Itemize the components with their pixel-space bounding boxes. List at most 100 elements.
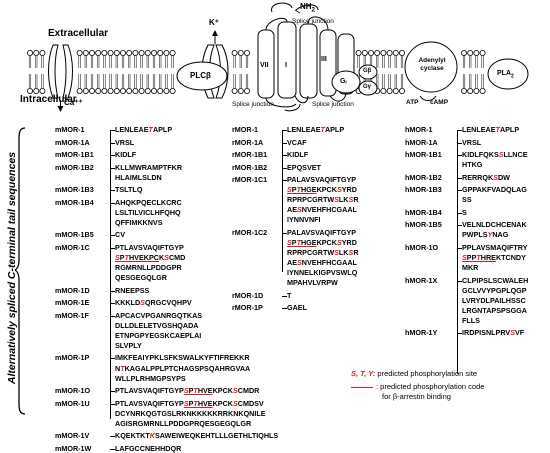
variant-name: mMOR-1B4 xyxy=(55,197,94,207)
variant-name: mMOR-1F xyxy=(55,310,89,320)
variant-tick xyxy=(110,142,115,144)
tm-iii-label: III xyxy=(321,56,327,63)
tail-sequence: T xyxy=(287,290,292,300)
variant-tick xyxy=(282,167,287,169)
variant-tick xyxy=(110,315,115,317)
atp-camp-arrow xyxy=(419,95,437,101)
tail-sequence: WLLPLRHMGPSYPS xyxy=(115,373,186,383)
tail-sequence: DLLDLELETVGSHQADA xyxy=(115,320,199,330)
tail-sequence: AESNVEHFHCGAAL xyxy=(287,205,357,215)
camp-label: cAMP xyxy=(430,99,449,106)
variant-name: hMOR-1B5 xyxy=(405,220,442,230)
tail-sequence: SPTHVEKPCKSCMD xyxy=(115,252,186,262)
tail-sequence: TSLTLQ xyxy=(115,185,143,195)
tail-sequence: FLLS xyxy=(462,315,480,325)
variant-tick xyxy=(457,190,462,192)
tail-sequence: QFFIMKKNVS xyxy=(115,217,163,227)
variant-name: mMOR-1P xyxy=(55,353,90,363)
variant-tick xyxy=(457,280,462,282)
variant-tick xyxy=(457,247,462,249)
tail-sequence: SLVPLY xyxy=(115,340,142,350)
tail-sequence: AGISRGMRNLLPDDGPRQESGEGQLGR xyxy=(115,418,252,428)
tail-sequence: VELNLDCHCENAK xyxy=(462,220,527,230)
variant-name: hMOR-1X xyxy=(405,275,438,285)
rat-bracket xyxy=(282,130,283,272)
tail-sequence: KQEKTKTKSAWEIWEQKEHTLLLGETHLTIQHLS xyxy=(115,431,279,441)
tail-sequence: CV xyxy=(115,230,125,240)
tm-i-label: I xyxy=(285,62,287,69)
tail-sequence: GAEL xyxy=(287,303,307,313)
splice-junction-top-label: Splice junction xyxy=(292,18,334,25)
variant-name: mMOR-1C xyxy=(55,242,90,252)
gb-label: Gβ xyxy=(363,68,372,74)
k-ion-label: K⁺ xyxy=(209,18,219,27)
splice-junction-right-label: Splice junction xyxy=(312,101,354,108)
tail-sequence: SS xyxy=(462,195,472,205)
legend-code-text-2: for β-arrestin binding xyxy=(382,392,451,401)
extracellular-label: Extracellular xyxy=(48,28,109,39)
variant-name: mMOR-1A xyxy=(55,137,90,147)
pla2-label: PLA2 xyxy=(497,70,514,80)
adenylyl-cyclase xyxy=(404,41,458,93)
tail-sequence: RGMRNLLPDDGPR xyxy=(115,263,182,272)
variant-name: rMOR-1 xyxy=(232,125,258,134)
tail-sequence: VRSL xyxy=(115,137,135,147)
variant-tick xyxy=(110,303,115,305)
tail-sequence: EPQSVET xyxy=(287,162,321,172)
variant-name: rMOR-1C1 xyxy=(232,175,268,184)
variant-tick xyxy=(457,130,462,131)
variant-tick xyxy=(110,190,115,192)
variant-name: rMOR-1P xyxy=(232,303,263,313)
g-protein xyxy=(331,64,378,96)
variant-name: hMOR-1 xyxy=(405,125,433,134)
tail-sequence: PTLAVSVAQIFTGYPSPTHVEKPCKSCMDR xyxy=(115,386,260,396)
variant-name: mMOR-1B5 xyxy=(55,230,94,240)
tail-sequence: KIDLF xyxy=(287,150,309,159)
nh2-label: NH2 xyxy=(300,2,315,14)
variant-name: hMOR-1O xyxy=(405,242,439,252)
atp-label: ATP xyxy=(406,99,419,106)
variant-name: rMOR-1C2 xyxy=(232,227,268,237)
tail-sequence: PPLAVSMAQIFTRY xyxy=(462,242,528,252)
tail-sequence: RPRPCGRTWSLKSR xyxy=(287,248,359,258)
variant-name: mMOR-1 xyxy=(55,125,85,134)
adenylyl-cyclase-label: Adenylyl cyclase xyxy=(418,57,446,72)
tail-sequence: APCACVPGANRGQTKAS xyxy=(115,310,203,320)
tail-sequence: MKR xyxy=(462,263,479,272)
tail-sequence: KLLMWRAMPTFKR xyxy=(115,162,183,172)
tail-sequence: LENLEAETAPLP xyxy=(462,125,520,134)
variant-name: mMOR-1U xyxy=(55,398,90,408)
tail-sequence: PALAVSVAQIFTGYP xyxy=(287,227,357,237)
variant-name: hMOR-1A xyxy=(405,137,438,147)
tail-sequence: IYNNELKIGPVSWLQ xyxy=(287,268,358,278)
tail-sequence: AHQKPQECLKCRC xyxy=(115,197,182,207)
tail-sequence: HTKG xyxy=(462,160,483,170)
tail-sequence: AESNVEHFHCGAAL xyxy=(287,258,357,268)
tail-sequence: LVRYDLPAILHSSC xyxy=(462,295,526,305)
variant-tick xyxy=(282,142,287,144)
variant-name: mMOR-1B3 xyxy=(55,185,94,195)
legend-code-line xyxy=(351,387,373,388)
variant-tick xyxy=(457,333,462,335)
tm-vii-label: VII xyxy=(260,62,269,69)
variant-name: mMOR-1D xyxy=(55,285,90,295)
tail-sequence: SPPTHREKTCNDY xyxy=(462,252,526,262)
variant-tick xyxy=(457,212,462,214)
variant-tick xyxy=(110,235,115,237)
variant-name: hMOR-1Y xyxy=(405,328,438,338)
tail-sequence: PTLAVSVAQIFTGYP xyxy=(115,242,184,252)
variant-tick xyxy=(110,202,115,204)
tail-sequence: S xyxy=(462,207,467,217)
tail-sequence: PALAVSVAQIFTGYP xyxy=(287,175,357,184)
variant-tick xyxy=(110,155,115,156)
splice-junction-left-label: Splice junction xyxy=(232,101,274,108)
variant-tick xyxy=(457,142,462,144)
tail-sequence: LENLEAETAPLP xyxy=(115,125,173,134)
variant-name: mMOR-1B2 xyxy=(55,162,94,172)
variant-tick xyxy=(110,247,115,249)
variant-name: hMOR-1B3 xyxy=(405,185,442,195)
variant-tick xyxy=(457,177,462,179)
variant-name: mMOR-1B1 xyxy=(55,150,94,159)
variant-name: hMOR-1B1 xyxy=(405,150,442,159)
tail-sequence: NTKAGALPPLPTCHAGSPSQAHRGVAA xyxy=(115,363,251,373)
